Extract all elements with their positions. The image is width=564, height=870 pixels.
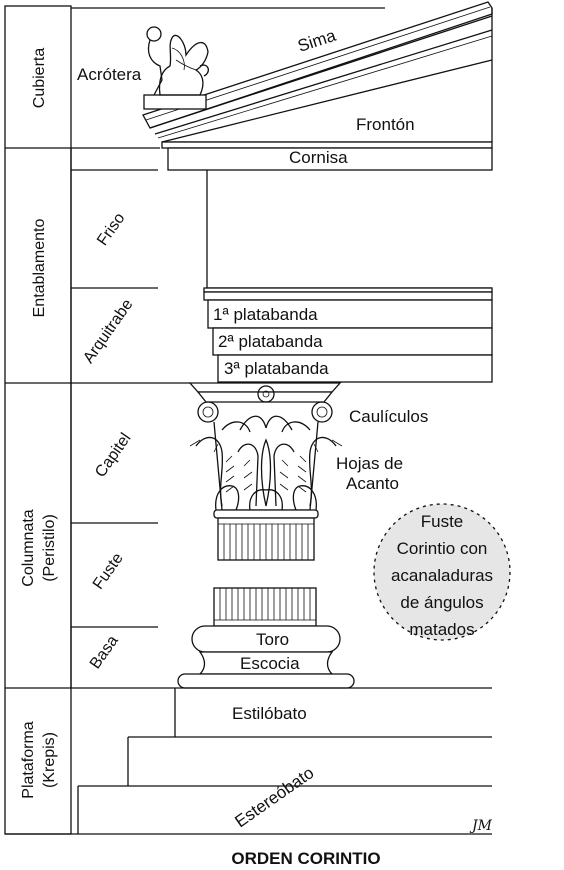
label-capitel: Capitel bbox=[92, 430, 134, 481]
arquitrabe bbox=[203, 287, 493, 383]
callout-line3: acanaladuras bbox=[391, 566, 493, 585]
label-fronton: Frontón bbox=[356, 115, 415, 134]
cornisa bbox=[161, 141, 493, 171]
label-caulicolos: Caulículos bbox=[349, 407, 428, 426]
platform-steps bbox=[5, 687, 492, 835]
callout-line5: matados bbox=[409, 620, 474, 639]
artist-signature: JM bbox=[469, 818, 493, 834]
acroterion-sphinx-icon bbox=[143, 26, 209, 110]
label-plataforma: Plataforma bbox=[20, 721, 37, 798]
friso bbox=[206, 170, 492, 289]
label-friso: Friso bbox=[94, 210, 128, 249]
label-hojas-line2: Acanto bbox=[346, 474, 399, 493]
label-krepis: (Krepis) bbox=[41, 732, 58, 788]
callout-line4: de ángulos bbox=[400, 593, 483, 612]
shaft-lower bbox=[213, 587, 317, 627]
label-hojas-line1: Hojas de bbox=[336, 454, 403, 473]
label-platabanda-3: 3ª platabanda bbox=[224, 359, 329, 378]
label-acrotera: Acrótera bbox=[77, 65, 142, 84]
fuste-callout bbox=[373, 503, 511, 641]
label-platabanda-1: 1ª platabanda bbox=[213, 305, 318, 324]
callout-line1: Fuste bbox=[421, 512, 464, 531]
label-cornisa: Cornisa bbox=[289, 148, 348, 167]
label-cubierta: Cubierta bbox=[31, 48, 48, 109]
label-sima: Sima bbox=[295, 26, 338, 56]
label-estereobato: Estereóbato bbox=[231, 763, 317, 831]
corinthian-capital bbox=[188, 382, 343, 519]
label-entablamento: Entablamento bbox=[31, 219, 48, 318]
label-platabanda-2: 2ª platabanda bbox=[218, 332, 323, 351]
column-base bbox=[177, 625, 355, 689]
label-estilobato: Estilóbato bbox=[232, 704, 307, 723]
callout-badge bbox=[373, 503, 511, 641]
label-columnata: Columnata bbox=[20, 509, 37, 586]
label-fuste: Fuste bbox=[90, 550, 127, 593]
label-peristilo: (Peristilo) bbox=[41, 514, 58, 582]
callout-line2: Corintio con bbox=[397, 539, 488, 558]
shaft-upper bbox=[217, 517, 315, 561]
label-basa: Basa bbox=[87, 633, 122, 673]
label-arquitrabe: Arquitrabe bbox=[80, 296, 136, 366]
outer-bar-frame bbox=[4, 5, 72, 835]
label-toro: Toro bbox=[256, 630, 289, 649]
diagram-title: ORDEN CORINTIO bbox=[231, 849, 380, 868]
pediment bbox=[142, 1, 493, 143]
label-escocia: Escocia bbox=[240, 654, 300, 673]
